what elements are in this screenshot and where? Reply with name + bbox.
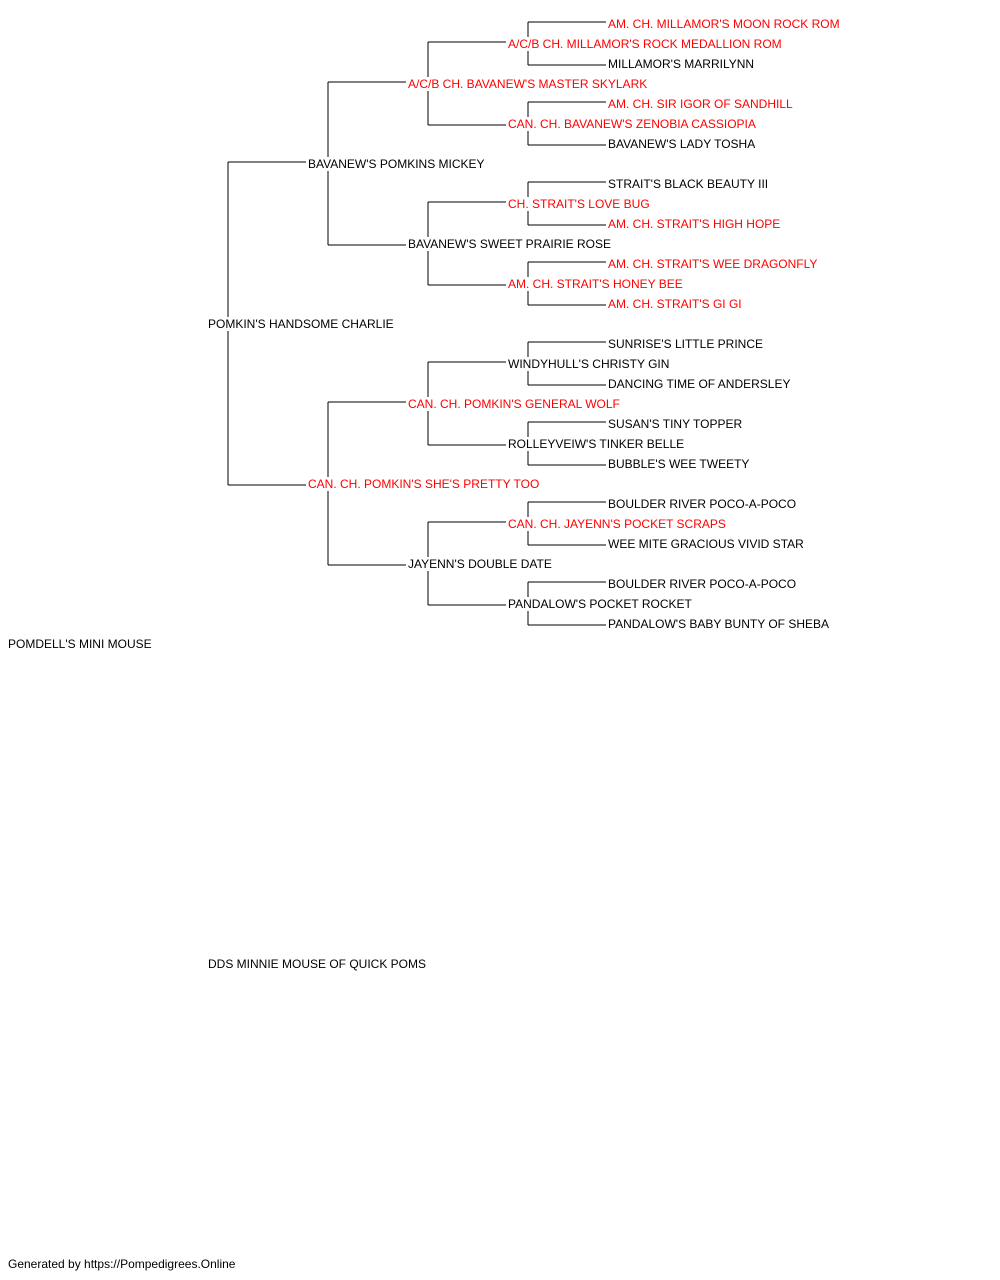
ancestor-name: CAN. CH. JAYENN'S POCKET SCRAPS bbox=[508, 517, 728, 531]
ancestor-name: BOULDER RIVER POCO-A-POCO bbox=[608, 577, 799, 591]
dam-name: DDS MINNIE MOUSE OF QUICK POMS bbox=[208, 957, 429, 971]
ancestor-name: CAN. CH. BAVANEW'S ZENOBIA CASSIOPIA bbox=[508, 117, 758, 131]
ancestor-name: MILLAMOR'S MARRILYNN bbox=[608, 57, 757, 71]
ancestor-name: AM. CH. MILLAMOR'S MOON ROCK ROM bbox=[608, 17, 842, 31]
ancestor-name: AM. CH. STRAIT'S HONEY BEE bbox=[508, 277, 685, 291]
subject-name: POMDELL'S MINI MOUSE bbox=[8, 637, 154, 651]
ancestor-name: BAVANEW'S SWEET PRAIRIE ROSE bbox=[408, 237, 613, 251]
generated-by-footer: Generated by https://Pompedigrees.Online bbox=[8, 1257, 236, 1271]
ancestor-name: WEE MITE GRACIOUS VIVID STAR bbox=[608, 537, 806, 551]
ancestor-name: DANCING TIME OF ANDERSLEY bbox=[608, 377, 793, 391]
sire-name: POMKIN'S HANDSOME CHARLIE bbox=[208, 317, 396, 331]
ancestor-name: CAN. CH. POMKIN'S GENERAL WOLF bbox=[408, 397, 622, 411]
ancestor-name: AM. CH. STRAIT'S GI GI bbox=[608, 297, 744, 311]
ancestor-name: AM. CH. STRAIT'S HIGH HOPE bbox=[608, 217, 783, 231]
ancestor-name: AM. CH. SIR IGOR OF SANDHILL bbox=[608, 97, 795, 111]
ancestor-name: BOULDER RIVER POCO-A-POCO bbox=[608, 497, 799, 511]
ancestor-name: ROLLEYVEIW'S TINKER BELLE bbox=[508, 437, 687, 451]
ancestor-name: AM. CH. STRAIT'S WEE DRAGONFLY bbox=[608, 257, 820, 271]
ancestor-name: JAYENN'S DOUBLE DATE bbox=[408, 557, 554, 571]
ancestor-name: STRAIT'S BLACK BEAUTY III bbox=[608, 177, 771, 191]
ancestor-name: A/C/B CH. MILLAMOR'S ROCK MEDALLION ROM bbox=[508, 37, 784, 51]
ancestor-name: SUNRISE'S LITTLE PRINCE bbox=[608, 337, 765, 351]
ancestor-name: WINDYHULL'S CHRISTY GIN bbox=[508, 357, 672, 371]
sire-dam-name: CAN. CH. POMKIN'S SHE'S PRETTY TOO bbox=[308, 477, 542, 491]
ancestor-name: BUBBLE'S WEE TWEETY bbox=[608, 457, 752, 471]
ancestor-name: CH. STRAIT'S LOVE BUG bbox=[508, 197, 652, 211]
ancestor-name: PANDALOW'S BABY BUNTY OF SHEBA bbox=[608, 617, 832, 631]
ancestor-name: A/C/B CH. BAVANEW'S MASTER SKYLARK bbox=[408, 77, 650, 91]
sire-sire-name: BAVANEW'S POMKINS MICKEY bbox=[308, 157, 487, 171]
ancestor-name: BAVANEW'S LADY TOSHA bbox=[608, 137, 758, 151]
ancestor-name: SUSAN'S TINY TOPPER bbox=[608, 417, 745, 431]
ancestor-name: PANDALOW'S POCKET ROCKET bbox=[508, 597, 694, 611]
